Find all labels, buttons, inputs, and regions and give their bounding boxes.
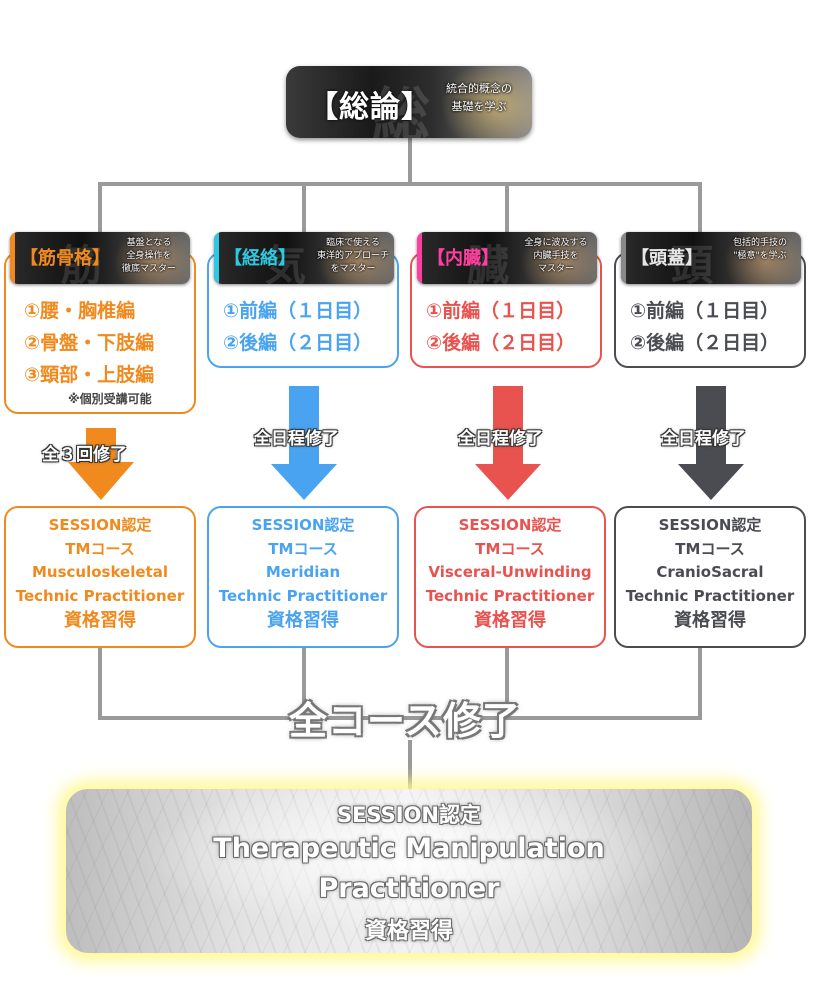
individual-enrollment-note: ※個別受講可能 [68, 392, 152, 406]
arrow-visceral-shaft [493, 386, 523, 466]
connector-bottom-horizontal [98, 716, 702, 720]
cert-tm-course: TMコース [475, 539, 545, 558]
connector-drop-3 [505, 182, 509, 234]
cert-name: CranioSacral [656, 563, 764, 581]
arrow-cranial-shaft [696, 386, 726, 466]
course-header-visceral: 臓 【内臓】 全身に波及する 内臓手技を マスター [417, 232, 597, 284]
connector-bottom-up-3 [505, 648, 509, 718]
arrow-meridian-shaft [289, 386, 319, 466]
overview-subtitle: 統合的概念の 基礎を学ぶ [446, 82, 512, 113]
connector-final-vertical [408, 740, 412, 790]
connector-bottom-up-2 [302, 648, 306, 718]
final-name-line1: Therapeutic Manipulation [213, 833, 605, 864]
connector-top-vertical [408, 138, 412, 184]
course-line-2: ②骨盤・下肢編 [24, 332, 155, 354]
all-courses-complete-label: 全コース修了 [288, 699, 522, 743]
cert-qualification: 資格習得 [474, 610, 546, 631]
cert-session: SESSION認定 [251, 516, 355, 534]
header-background-kanji: 頭 [671, 241, 714, 284]
header-accent [10, 232, 15, 284]
header-accent [214, 232, 219, 284]
course-line-1: ①前編（１日目） [426, 300, 576, 322]
header-accent [621, 232, 626, 284]
overview-banner: 総 【総論】 統合的概念の 基礎を学ぶ [286, 66, 532, 138]
arrow-cranial-head [678, 464, 744, 500]
connector-drop-2 [302, 182, 306, 234]
course-title-cranial: 【頭蓋】 [631, 248, 703, 269]
cert-box-meridian: SESSION認定 TMコース Meridian Technic Practit… [207, 506, 399, 648]
course-line-2: ②後編（２日目） [630, 332, 780, 354]
arrow-label-musculoskeletal: 全３回修了 [42, 445, 127, 465]
cert-tm-course: TMコース [268, 539, 338, 558]
course-title-musculoskeletal: 【筋骨格】 [20, 248, 110, 269]
course-line-1: ①前編（１日目） [223, 300, 373, 322]
cert-practitioner: Technic Practitioner [625, 586, 795, 605]
course-line-2: ②後編（２日目） [426, 332, 576, 354]
overview-title: 【総論】 [308, 90, 432, 125]
final-session: SESSION認定 [336, 803, 482, 827]
header-glow [110, 232, 190, 284]
final-certification-box: SESSION認定 Therapeutic Manipulation Pract… [66, 789, 752, 953]
cert-name: Musculoskeletal [32, 563, 168, 581]
header-accent [417, 232, 422, 284]
cert-qualification: 資格習得 [267, 610, 339, 631]
course-header-cranial: 頭 【頭蓋】 包括的手技の "極意"を学ぶ [621, 232, 801, 284]
final-name-line2: Practitioner [318, 873, 500, 904]
cert-box-visceral: SESSION認定 TMコース Visceral-Unwinding Techn… [414, 506, 606, 648]
cert-practitioner: Technic Practitioner [425, 586, 595, 605]
cert-qualification: 資格習得 [674, 610, 746, 631]
header-glow [517, 232, 597, 284]
header-glow [314, 232, 394, 284]
arrow-label-visceral: 全日程修了 [458, 429, 543, 449]
cert-tm-course: TMコース [675, 539, 745, 558]
cert-session: SESSION認定 [658, 516, 762, 534]
cert-session: SESSION認定 [458, 516, 562, 534]
connector-top-horizontal [98, 182, 702, 186]
connector-drop-4 [698, 182, 702, 234]
cert-box-musculoskeletal: SESSION認定 TMコース Musculoskeletal Technic … [4, 506, 196, 648]
course-header-meridian: 気 【経絡】 臨床で使える 東洋的アプローチ をマスター [214, 232, 394, 284]
course-line-1: ①前編（１日目） [630, 300, 780, 322]
final-qualification: 資格習得 [364, 919, 453, 944]
connector-bottom-up-1 [98, 648, 102, 718]
cert-practitioner: Technic Practitioner [15, 586, 185, 605]
course-line-2: ②後編（２日目） [223, 332, 373, 354]
course-line-1: ①腰・胸椎編 [24, 300, 136, 322]
cert-practitioner: Technic Practitioner [218, 586, 388, 605]
course-line-3: ③頸部・上肢編 [24, 364, 155, 386]
cert-tm-course: TMコース [65, 539, 135, 558]
course-subtitle-cranial: 包括的手技の "極意"を学ぶ [732, 238, 787, 261]
course-subtitle-meridian: 臨床で使える 東洋的アプローチ をマスター [316, 238, 389, 274]
arrow-meridian-head [271, 464, 337, 500]
header-glow [721, 232, 801, 284]
arrow-label-cranial: 全日程修了 [661, 429, 746, 449]
banner-glow [436, 66, 532, 138]
header-background-kanji: 筋 [60, 241, 103, 284]
course-subtitle-musculoskeletal: 基盤となる 全身操作を 徹底マスター [121, 238, 176, 274]
banner-background-kanji: 総 [372, 81, 431, 138]
arrow-musculoskeletal-head [68, 462, 134, 500]
course-subtitle-visceral: 全身に波及する 内臓手技を マスター [524, 238, 588, 274]
arrow-musculoskeletal-shaft [86, 428, 116, 464]
course-title-visceral: 【内臓】 [427, 248, 499, 269]
cert-name: Visceral-Unwinding [428, 563, 592, 581]
course-header-musculoskeletal: 筋 【筋骨格】 基盤となる 全身操作を 徹底マスター [10, 232, 190, 284]
connector-bottom-up-4 [698, 648, 702, 718]
header-background-kanji: 臓 [467, 241, 510, 284]
cert-session: SESSION認定 [48, 516, 152, 534]
arrow-label-meridian: 全日程修了 [254, 429, 339, 449]
cert-qualification: 資格習得 [64, 610, 136, 631]
connector-drop-1 [98, 182, 102, 234]
course-title-meridian: 【経絡】 [224, 248, 296, 269]
arrow-visceral-head [475, 464, 541, 500]
cert-name: Meridian [265, 563, 341, 581]
cert-box-cranial: SESSION認定 TMコース CranioSacral Technic Pra… [614, 506, 806, 648]
header-background-kanji: 気 [264, 241, 307, 284]
